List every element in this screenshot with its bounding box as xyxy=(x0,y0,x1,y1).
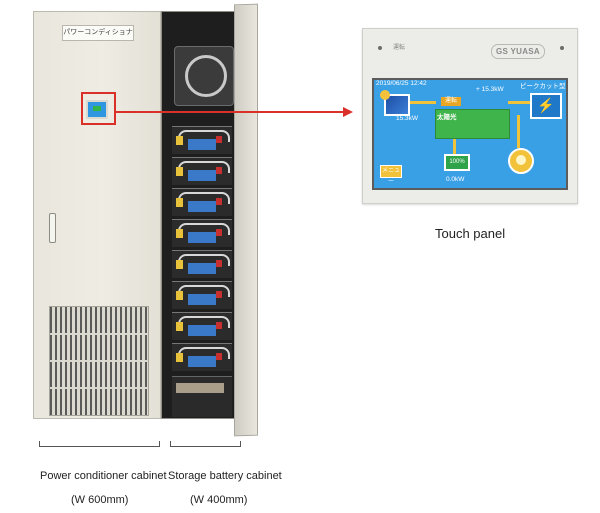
flow-solar-line xyxy=(408,101,436,104)
run-badge: 運転 xyxy=(441,97,461,106)
pc-dimension-line xyxy=(39,446,160,447)
pc-dimension-tick-right xyxy=(159,441,160,446)
flow-load-line xyxy=(517,115,520,148)
battery-module xyxy=(172,281,232,309)
touch-panel-highlight xyxy=(81,92,116,125)
power-grid-icon: ⚡ xyxy=(530,93,562,119)
battery-cabinet-base xyxy=(172,376,232,417)
screen-peak-label: ピークカット型 xyxy=(520,83,566,90)
pcs-label: 太陽光 xyxy=(437,114,457,121)
panel-screw-left xyxy=(378,46,382,50)
menu-button[interactable]: メニュー xyxy=(380,165,402,185)
battery-cabinet-door xyxy=(234,3,258,437)
battery-module xyxy=(172,312,232,340)
bat-dimension-tick-right xyxy=(240,441,241,446)
battery-value: 0.0kW xyxy=(446,176,465,183)
battery-module xyxy=(172,219,232,247)
bat-cabinet-caption: Storage battery cabinet xyxy=(168,470,282,482)
pc-dimension-tick-left xyxy=(39,441,40,446)
battery-top-unit xyxy=(174,46,234,106)
flow-grid-line xyxy=(508,101,530,104)
cabinet-nameplate: パワーコンディショナ xyxy=(62,25,134,41)
bat-cabinet-width: (W 400mm) xyxy=(190,494,248,506)
solar-panel-icon xyxy=(380,90,410,116)
load-bulb-icon xyxy=(508,148,534,174)
screen-datetime: 2019/06/25 12:42 xyxy=(376,80,427,87)
battery-module xyxy=(172,188,232,216)
bat-dimension-tick-left xyxy=(170,441,171,446)
panel-status-label: 運転 xyxy=(393,45,406,51)
door-handle xyxy=(49,213,56,243)
mini-touch-panel xyxy=(86,100,108,119)
solar-value: 15.3kW xyxy=(396,115,419,122)
battery-module xyxy=(172,126,232,154)
ventilation-grille xyxy=(49,306,149,416)
battery-icon: 100% xyxy=(444,154,470,171)
battery-module xyxy=(172,343,232,371)
screen-power: + 15.3kW xyxy=(476,86,504,93)
touch-panel-caption: Touch panel xyxy=(435,226,506,241)
panel-screw-right xyxy=(560,46,564,50)
battery-module xyxy=(172,157,232,185)
pc-cabinet-width: (W 600mm) xyxy=(71,494,129,506)
bat-dimension-line xyxy=(170,446,241,447)
battery-module xyxy=(172,250,232,278)
callout-arrow-line xyxy=(116,111,344,113)
callout-arrow-head xyxy=(343,107,353,117)
gs-yuasa-logo: GS YUASA xyxy=(491,44,545,59)
pc-cabinet-caption: Power conditioner cabinet xyxy=(40,470,167,482)
flow-battery-line xyxy=(453,137,456,154)
pcs-box xyxy=(435,109,510,139)
